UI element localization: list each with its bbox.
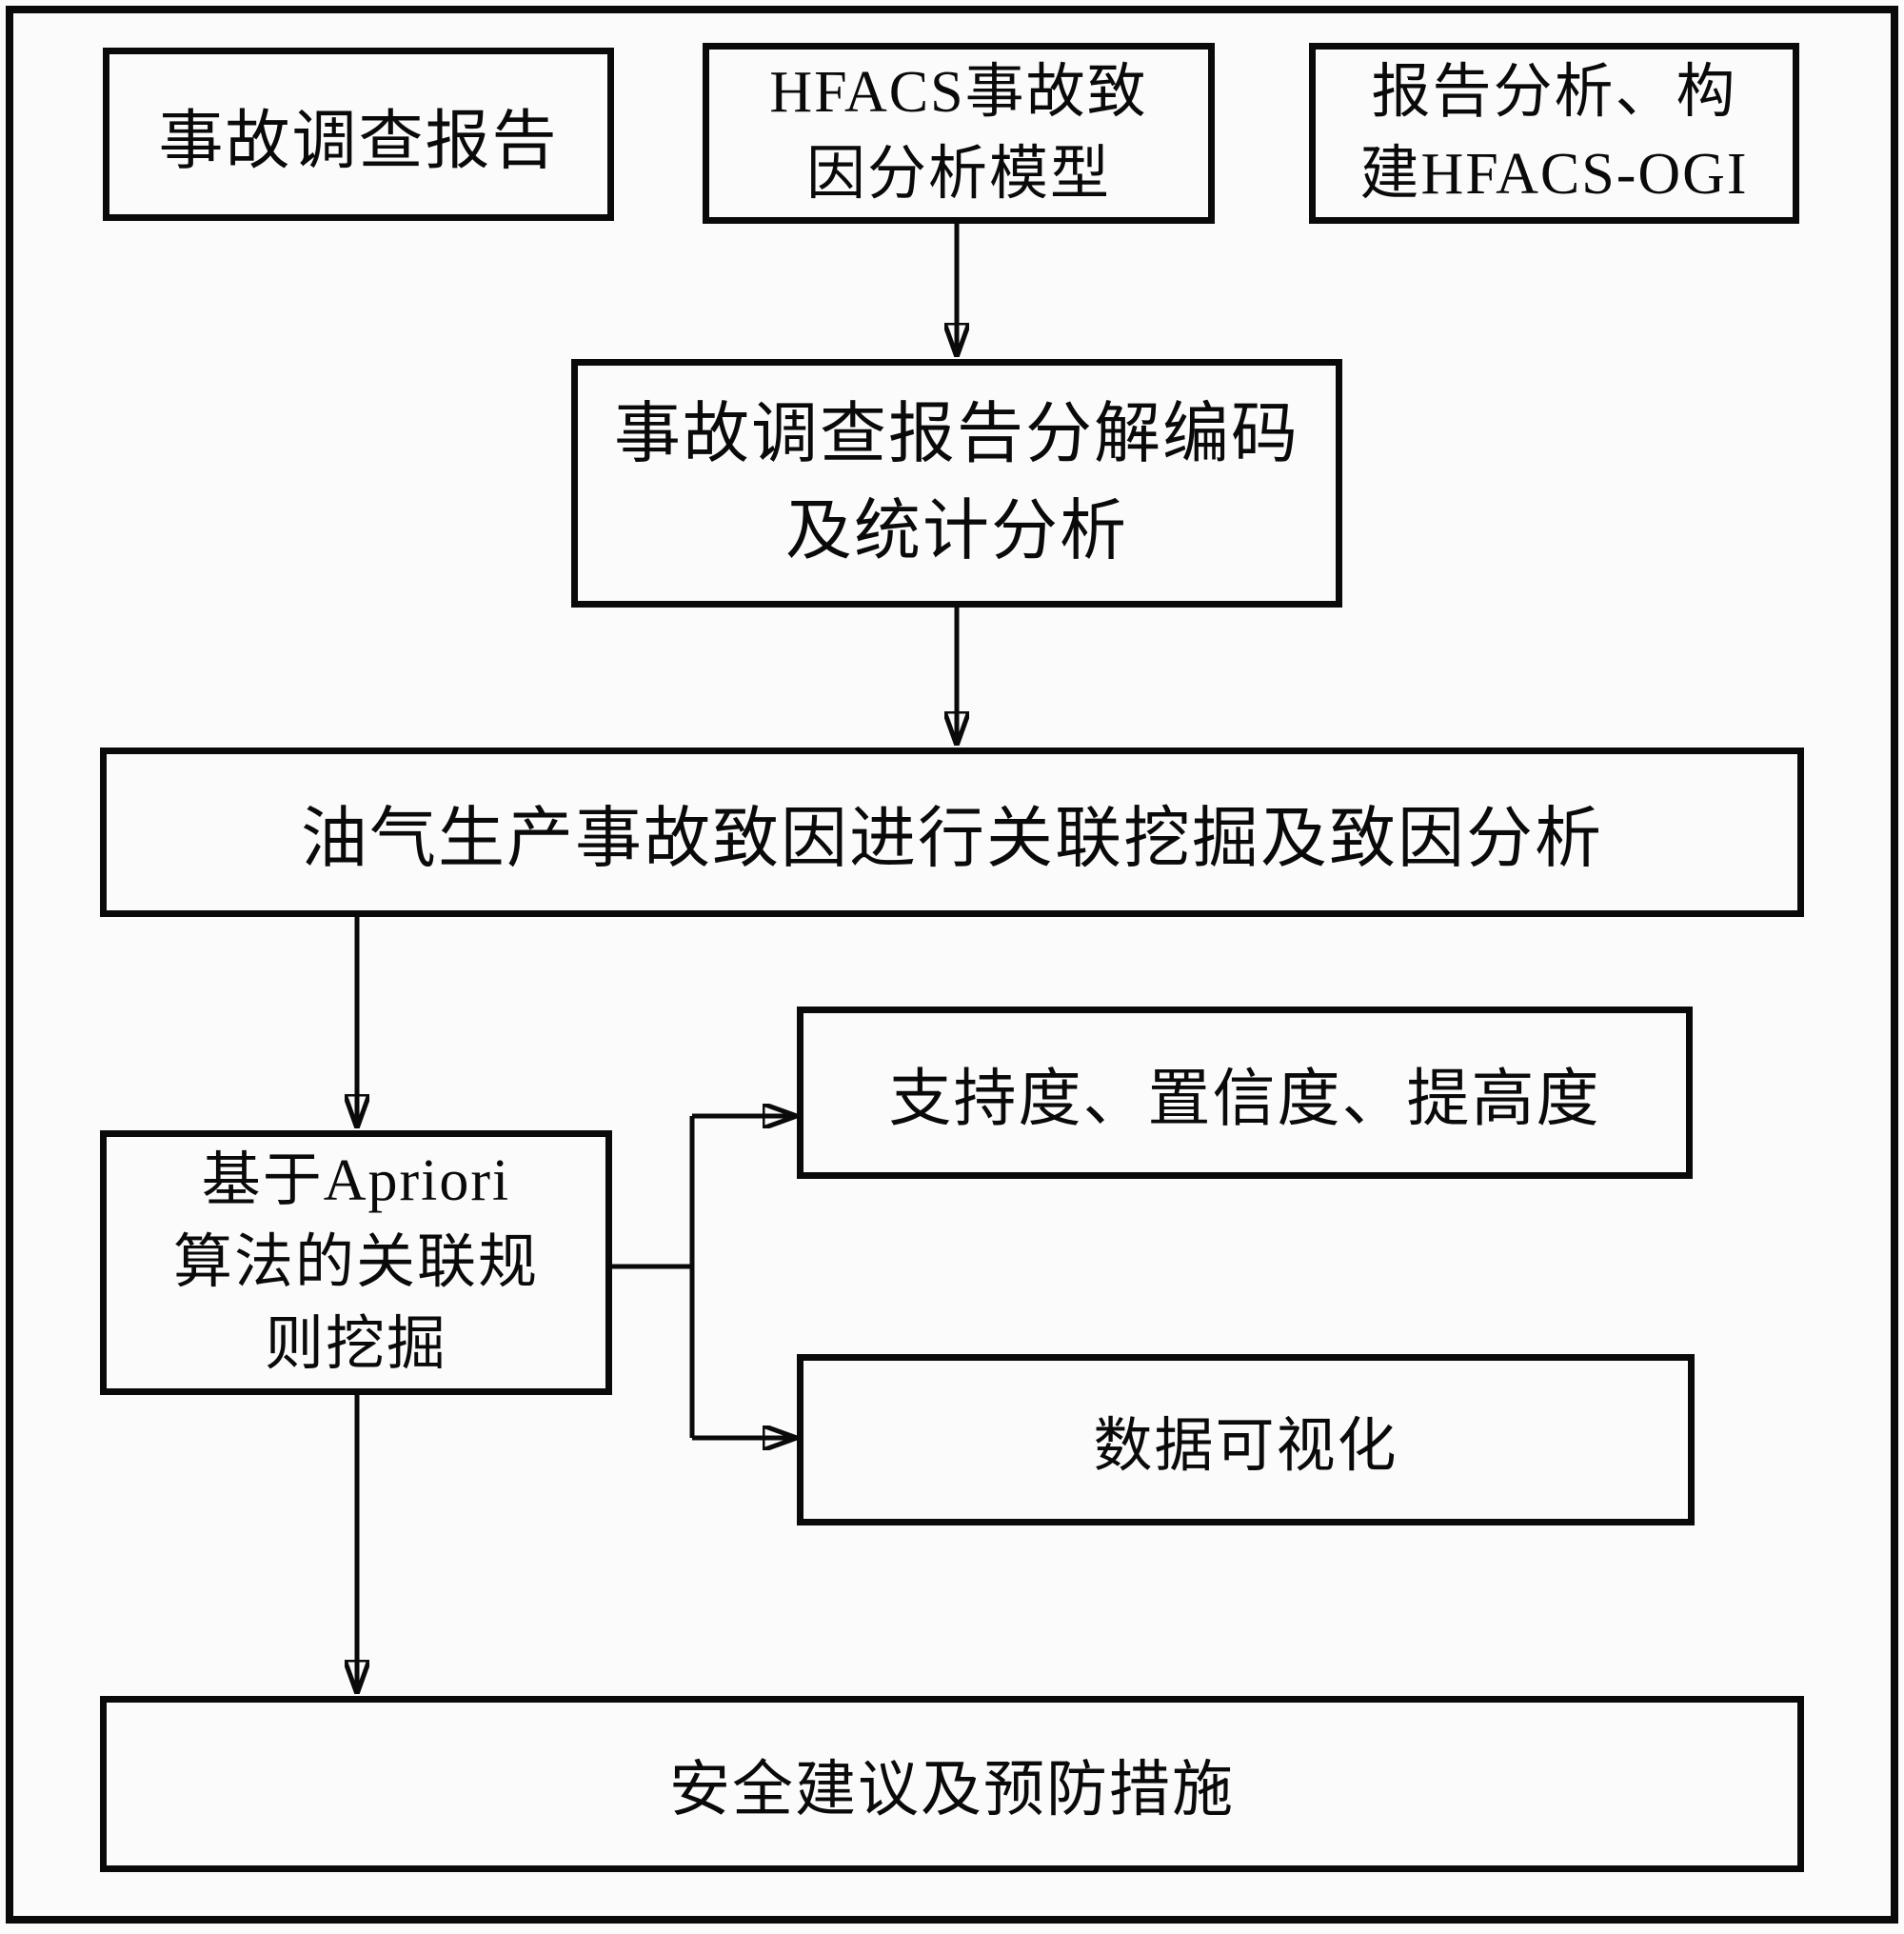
node-association-mining: 油气生产事故致因进行关联挖掘及致因分析: [100, 748, 1804, 917]
node-report-analysis-build: 报告分析、构 建HFACS-OGI: [1309, 43, 1799, 224]
node-text-line: 事故调查报告: [158, 104, 559, 177]
node-decompose-coding: 事故调查报告分解编码 及统计分析: [571, 359, 1342, 608]
node-text-line: 支持度、置信度、提高度: [888, 1064, 1601, 1134]
node-text-line: 基于Apriori: [201, 1148, 511, 1213]
node-text-line: 则挖掘: [264, 1312, 447, 1377]
node-metrics: 支持度、置信度、提高度: [797, 1007, 1693, 1179]
node-text-line: HFACS事故致: [769, 60, 1148, 125]
node-text-line: 油气生产事故致因进行关联挖掘及致因分析: [301, 802, 1603, 876]
node-text-line: 建HFACS-OGI: [1359, 142, 1749, 207]
node-apriori-rule-mining: 基于Apriori 算法的关联规 则挖掘: [100, 1130, 612, 1395]
node-data-visualization: 数据可视化: [797, 1354, 1695, 1525]
node-text-line: 因分析模型: [805, 142, 1111, 207]
node-text-line: 安全建议及预防措施: [669, 1755, 1235, 1824]
node-text-line: 事故调查报告分解编码: [614, 397, 1299, 471]
node-accident-report: 事故调查报告: [103, 48, 614, 221]
node-hfacs-model: HFACS事故致 因分析模型: [703, 43, 1215, 224]
node-text-line: 及统计分析: [785, 494, 1128, 568]
node-safety-recommendations: 安全建议及预防措施: [100, 1696, 1804, 1872]
node-text-line: 数据可视化: [1093, 1414, 1398, 1479]
node-text-line: 报告分析、构: [1371, 60, 1737, 125]
node-text-line: 算法的关联规: [172, 1230, 539, 1295]
